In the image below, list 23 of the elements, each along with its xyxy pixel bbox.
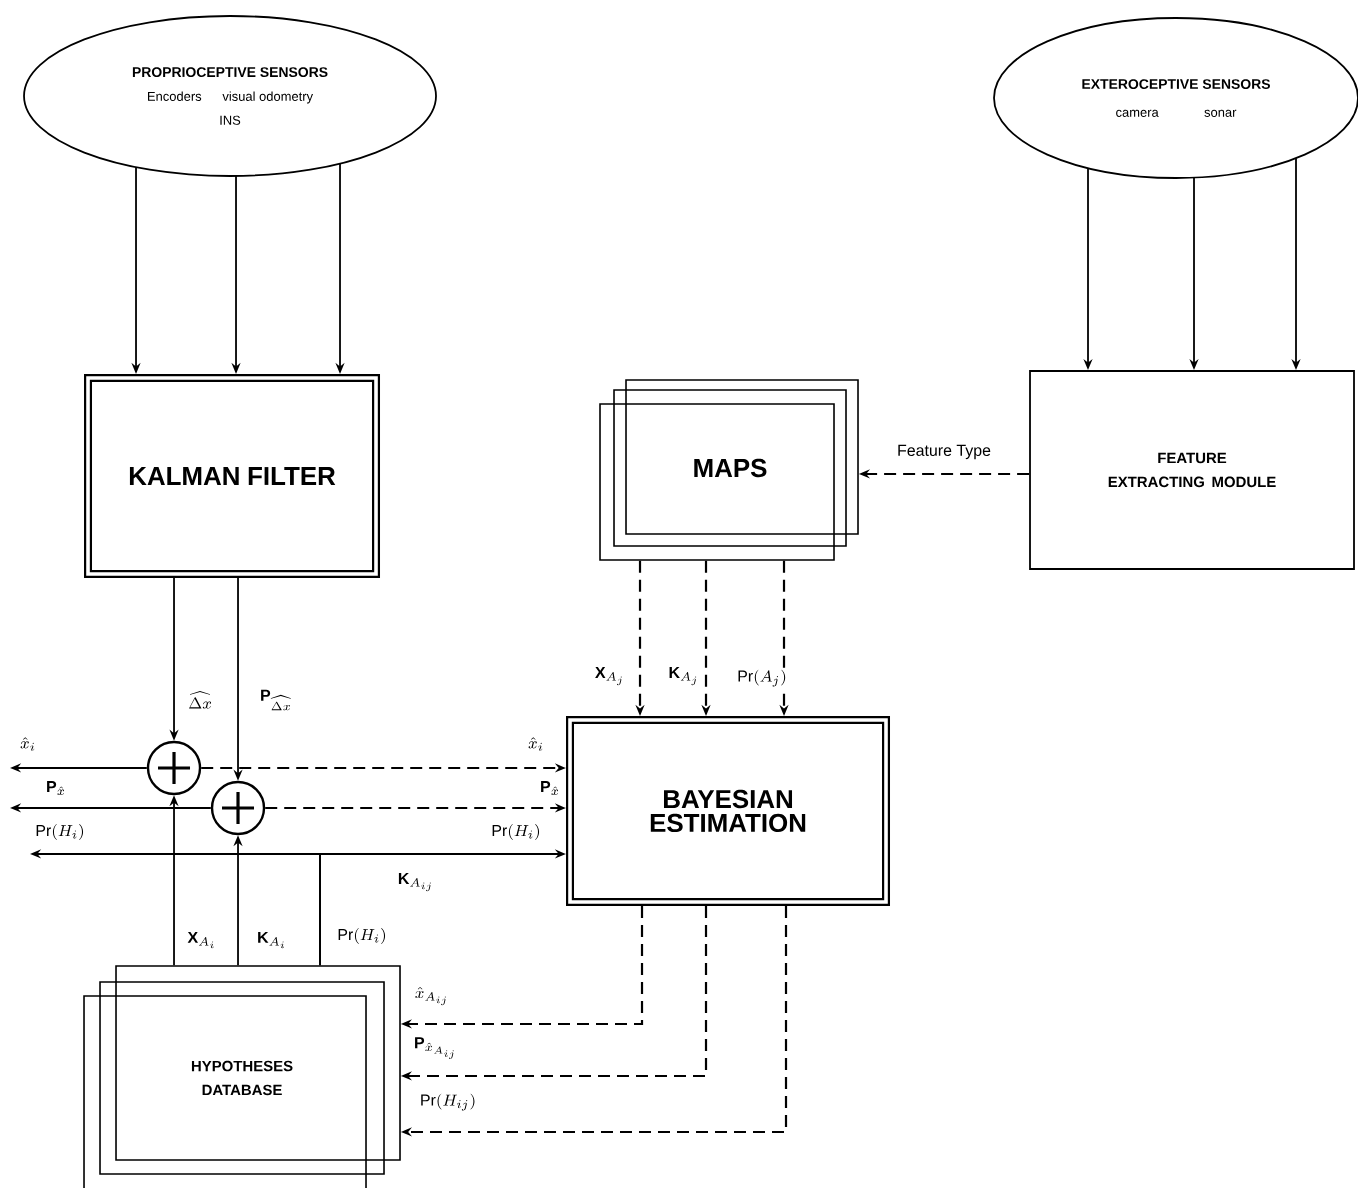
edge-label: $\mathbf{P}_{\hat{x}_{A_{ij}}}$ (413, 1036, 460, 1060)
edge-label: $\hat{x}_i$ (19, 736, 37, 752)
signal-label: $\mathbf{K}_{A_{ij}}$ (398, 872, 431, 892)
edge-label: $\mathbf{K}_{A_i}$ (256, 930, 288, 950)
map-stack: MAPS (599, 379, 859, 561)
edge-label: $\mathbf{P}_{\widehat{\Delta x}}$ (259, 688, 293, 712)
edge-label: $\mathrm{Pr}(A_j)$ (736, 668, 788, 688)
edge-label: $\mathrm{Pr}(H_i)$ (34, 823, 86, 841)
edge-label: $\widehat{\Delta x}$ (187, 690, 213, 710)
edge-label: $\mathbf{P}_{\hat{x}}$ (45, 780, 67, 796)
filter-box: KALMAN FILTER (84, 374, 380, 578)
edge-label: $\mathbf{P}_{\hat{x}}$ (539, 780, 561, 796)
edge-label: $\mathbf{X}_{A_j}$ (593, 665, 627, 687)
estimation-box: BAYESIAN ESTIMATION (566, 716, 890, 906)
edge-label: $\mathbf{X}_{A_i}$ (186, 930, 218, 950)
summing-junction (146, 740, 202, 796)
summing-junction (210, 780, 266, 836)
edge-label: $\mathrm{Pr}(H_{ij})$ (418, 1092, 478, 1112)
edge-label: $\mathbf{K}_{A_j}$ (667, 665, 701, 687)
signal-label: $\mathrm{Pr}(H_i)$ (338, 928, 386, 944)
edge-label: $\mathrm{Pr}(H_i)$ (490, 823, 542, 841)
edge-label: $\hat{x}_{A_{ij}}$ (413, 985, 451, 1007)
edge-label: $\hat{x}_i$ (527, 736, 545, 752)
